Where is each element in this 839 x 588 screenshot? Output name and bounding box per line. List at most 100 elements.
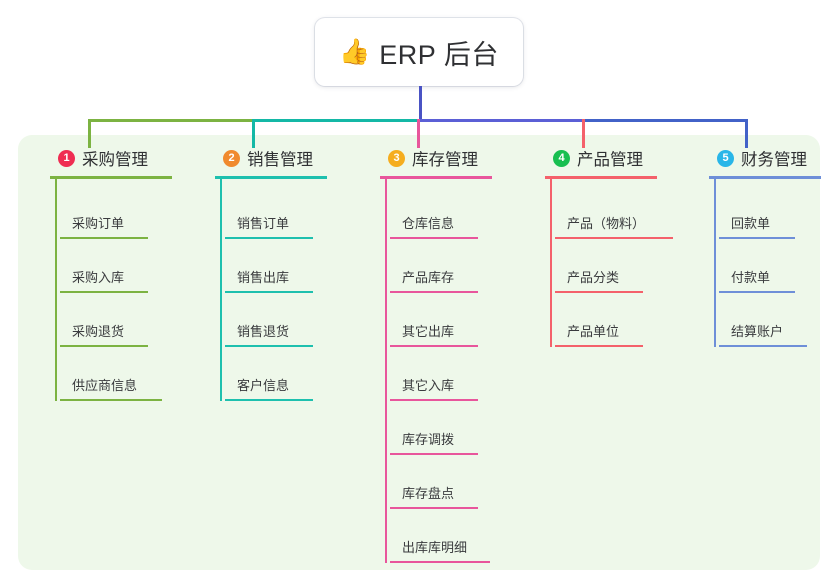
leaf-label: 付款单 [731, 270, 771, 285]
leaf-rule [555, 237, 673, 239]
leaf-label: 供应商信息 [72, 378, 138, 393]
leaf-rule [390, 291, 478, 293]
leaf-node[interactable]: 仓库信息 [390, 185, 478, 239]
leaf-label: 回款单 [731, 216, 771, 231]
branch-header-3[interactable]: 3 库存管理 [368, 145, 480, 171]
branch-2: 2 销售管理销售订单销售出库销售退货客户信息 [203, 145, 327, 401]
leaf-label: 结算账户 [731, 324, 784, 339]
branch-spine-1 [55, 179, 57, 401]
branch-spine-4 [550, 179, 552, 347]
branch-number-badge-1: 1 [58, 149, 75, 167]
connector-bus-segment-4 [582, 119, 748, 122]
thumbs-up-icon: 👍 [339, 37, 371, 66]
leaf-rule [60, 345, 148, 347]
leaf-node[interactable]: 结算账户 [719, 293, 807, 347]
leaf-node[interactable]: 销售订单 [225, 185, 313, 239]
leaf-node[interactable]: 出库库明细 [390, 509, 490, 563]
connector-drop-branch-3 [417, 119, 420, 148]
leaf-node[interactable]: 采购订单 [60, 185, 148, 239]
leaf-node[interactable]: 销售出库 [225, 239, 313, 293]
branch-title-5: 财务管理 [741, 151, 807, 169]
connector-drop-branch-1 [88, 119, 91, 148]
leaf-node[interactable]: 库存调拨 [390, 401, 478, 455]
branch-header-1[interactable]: 1 采购管理 [38, 145, 160, 171]
connector-drop-branch-2 [252, 119, 255, 148]
branch-number-badge-5: 5 [717, 149, 734, 167]
branch-5: 5 财务管理回款单付款单结算账户 [697, 145, 821, 347]
leaf-node[interactable]: 产品单位 [555, 293, 643, 347]
connector-root-stem [419, 86, 422, 122]
leaf-rule [719, 291, 795, 293]
leaf-rule [60, 291, 148, 293]
leaf-label: 其它入库 [402, 378, 455, 393]
leaf-node[interactable]: 客户信息 [225, 347, 313, 401]
leaf-label: 产品分类 [567, 270, 620, 285]
connector-drop-branch-5 [745, 119, 748, 148]
root-node-erp-backend[interactable]: 👍 ERP 后台 [315, 18, 523, 86]
leaf-label: 产品（物料） [567, 216, 646, 231]
branch-spine-3 [385, 179, 387, 563]
leaf-label: 产品库存 [402, 270, 455, 285]
leaf-label: 库存调拨 [402, 432, 455, 447]
leaf-node[interactable]: 回款单 [719, 185, 795, 239]
leaf-rule [390, 237, 478, 239]
branch-rule-5 [709, 176, 821, 179]
branch-title-2: 销售管理 [247, 151, 313, 169]
leaf-node[interactable]: 采购退货 [60, 293, 148, 347]
leaf-node[interactable]: 供应商信息 [60, 347, 162, 401]
leaf-node[interactable]: 产品（物料） [555, 185, 673, 239]
leaf-rule [719, 345, 807, 347]
branch-1: 1 采购管理采购订单采购入库采购退货供应商信息 [38, 145, 172, 401]
leaf-rule [390, 399, 478, 401]
leaf-rule [390, 561, 490, 563]
leaf-rule [719, 237, 795, 239]
leaf-node[interactable]: 付款单 [719, 239, 795, 293]
root-node-label: ERP 后台 [379, 39, 499, 70]
leaf-rule [555, 291, 643, 293]
branch-title-3: 库存管理 [412, 151, 478, 169]
leaf-label: 销售订单 [237, 216, 290, 231]
leaf-node[interactable]: 其它入库 [390, 347, 478, 401]
connector-bus-segment-3 [419, 119, 582, 122]
leaf-rule [390, 345, 478, 347]
diagram-background-panel [18, 135, 820, 570]
leaf-rule [60, 399, 162, 401]
leaf-label: 出库库明细 [402, 540, 468, 555]
branch-rule-1 [50, 176, 172, 179]
leaf-label: 库存盘点 [402, 486, 455, 501]
leaf-node[interactable]: 库存盘点 [390, 455, 478, 509]
leaf-node[interactable]: 产品库存 [390, 239, 478, 293]
branch-spine-5 [714, 179, 716, 347]
branch-header-2[interactable]: 2 销售管理 [203, 145, 315, 171]
leaf-label: 销售退货 [237, 324, 290, 339]
leaf-label: 产品单位 [567, 324, 620, 339]
leaf-label: 销售出库 [237, 270, 290, 285]
leaf-rule [225, 237, 313, 239]
leaf-label: 其它出库 [402, 324, 455, 339]
branch-number-badge-4: 4 [553, 149, 570, 167]
leaf-label: 采购订单 [72, 216, 125, 231]
branch-spine-2 [220, 179, 222, 401]
branch-3: 3 库存管理仓库信息产品库存其它出库其它入库库存调拨库存盘点出库库明细 [368, 145, 492, 563]
leaf-rule [60, 237, 148, 239]
leaf-rule [225, 399, 313, 401]
leaf-node[interactable]: 采购入库 [60, 239, 148, 293]
leaf-node[interactable]: 销售退货 [225, 293, 313, 347]
leaf-rule [390, 507, 478, 509]
leaf-rule [225, 291, 313, 293]
leaf-label: 采购退货 [72, 324, 125, 339]
leaf-rule [390, 453, 478, 455]
branch-title-1: 采购管理 [82, 151, 148, 169]
leaf-node[interactable]: 其它出库 [390, 293, 478, 347]
branch-rule-3 [380, 176, 492, 179]
branch-rule-2 [215, 176, 327, 179]
branch-number-badge-2: 2 [223, 149, 240, 167]
branch-header-5[interactable]: 5 财务管理 [697, 145, 809, 171]
branch-number-badge-3: 3 [388, 149, 405, 167]
leaf-label: 仓库信息 [402, 216, 455, 231]
leaf-rule [225, 345, 313, 347]
leaf-node[interactable]: 产品分类 [555, 239, 643, 293]
leaf-rule [555, 345, 643, 347]
